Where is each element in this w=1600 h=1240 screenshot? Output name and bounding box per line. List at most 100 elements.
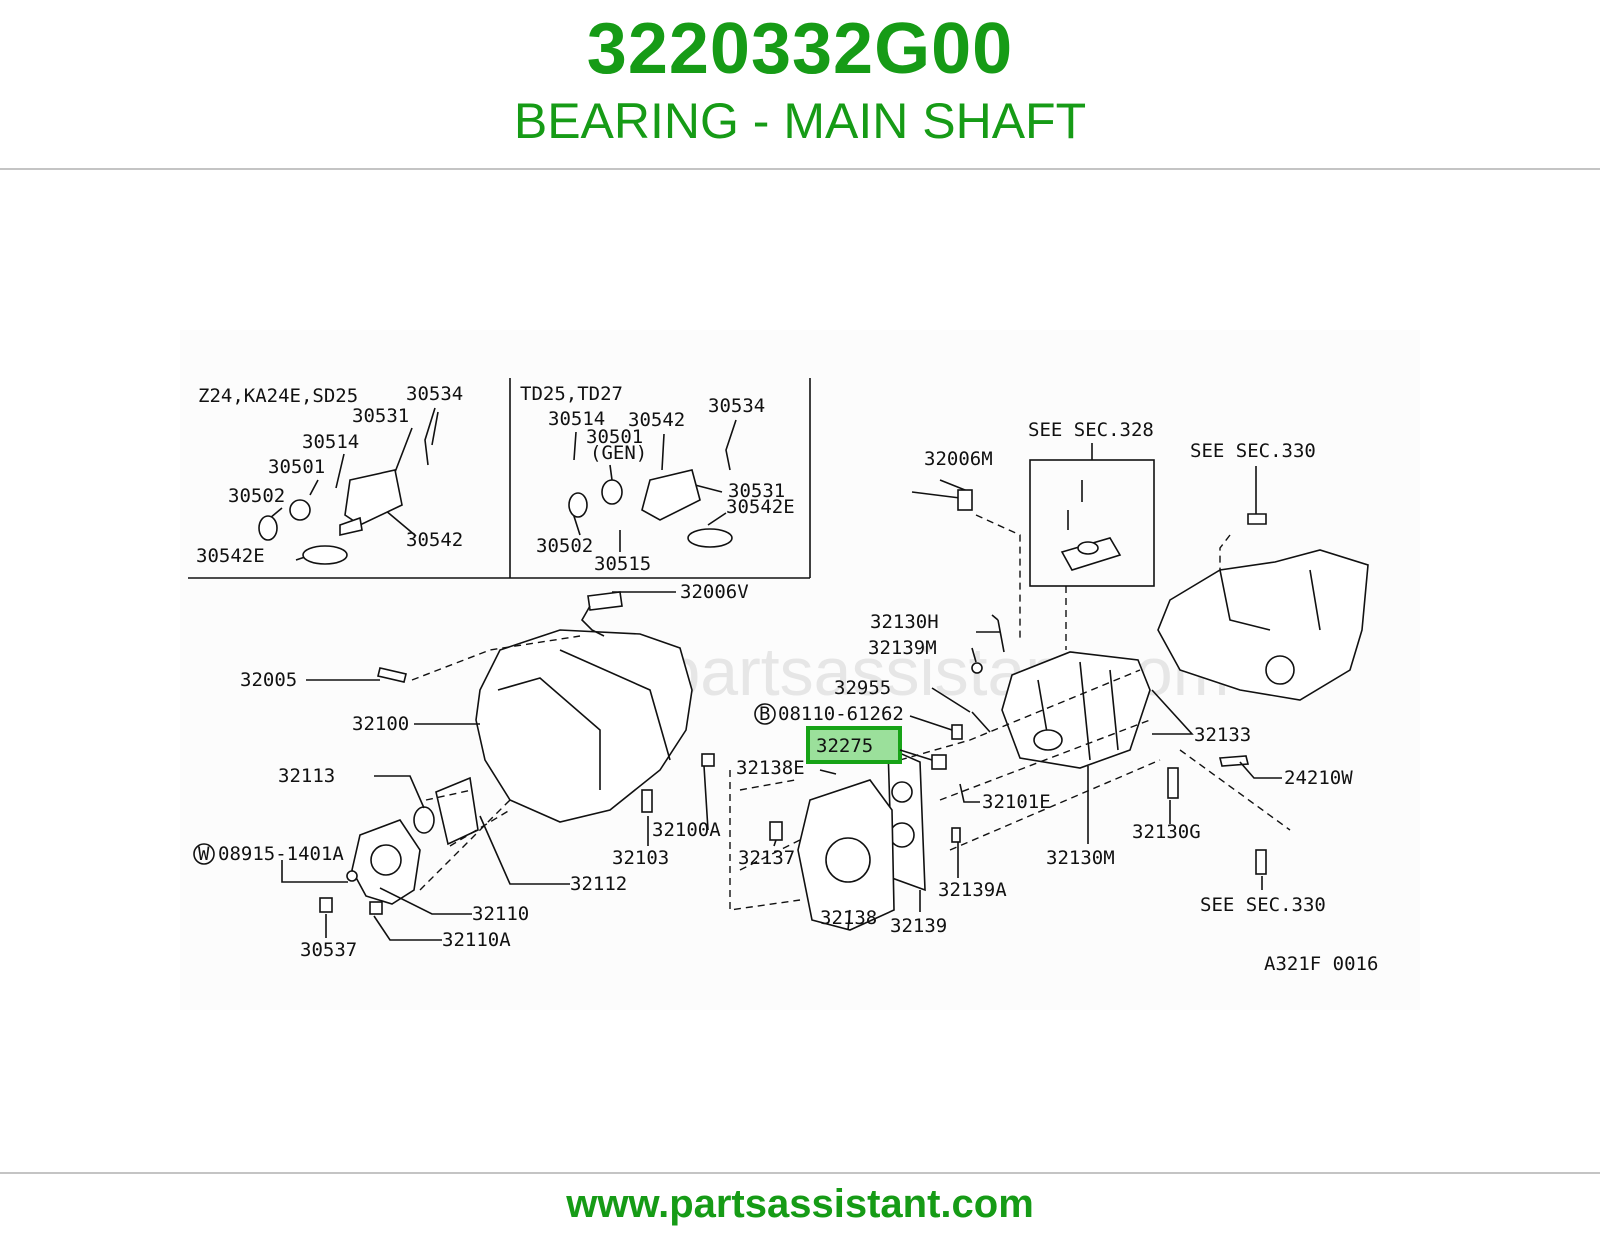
label-30515-right: 30515 bbox=[594, 553, 651, 575]
release-bearing-holder-left bbox=[344, 469, 403, 526]
switch-32006v bbox=[587, 591, 623, 611]
label-08915-1401a: 08915-1401A bbox=[218, 843, 344, 865]
label-32130g: 32130G bbox=[1132, 821, 1201, 843]
part-number-title: 3220332G00 bbox=[586, 9, 1014, 89]
gasket-32112 bbox=[435, 776, 479, 846]
leader-lines bbox=[281, 591, 1282, 941]
switch-32006m bbox=[957, 489, 973, 511]
label-32139a: 32139A bbox=[938, 879, 1007, 901]
label-32139: 32139 bbox=[890, 915, 947, 937]
bolt-32110a bbox=[369, 901, 383, 915]
label-30542-right: 30542 bbox=[628, 409, 685, 431]
seal-30502-right bbox=[568, 492, 588, 518]
label-32130h: 32130H bbox=[870, 611, 939, 633]
label-30514-left: 30514 bbox=[302, 431, 359, 453]
page-header: 3220332G00 BEARING - MAIN SHAFT bbox=[0, 0, 1600, 168]
pin-32955 bbox=[971, 711, 991, 733]
bearing-30501-left bbox=[289, 499, 311, 521]
transfer-case-output bbox=[1265, 655, 1295, 685]
cover-bolts bbox=[1067, 480, 1083, 530]
label-see-sec-328: SEE SEC.328 bbox=[1028, 419, 1154, 441]
label-32139m: 32139M bbox=[868, 637, 937, 659]
label-30502-right: 30502 bbox=[536, 535, 593, 557]
switch-32005 bbox=[377, 667, 407, 683]
parts-diagram: www.partsassistant.com Z24,KA24E,SD25 30… bbox=[180, 330, 1420, 1010]
center-guide-dashes bbox=[729, 669, 1291, 911]
mark-w-circle bbox=[193, 843, 215, 865]
fork-arm-left bbox=[339, 516, 363, 537]
label-32103: 32103 bbox=[612, 847, 669, 869]
label-32110: 32110 bbox=[472, 903, 529, 925]
label-gen-right: (GEN) bbox=[590, 442, 647, 464]
parts-diagram-svg: www.partsassistant.com Z24,KA24E,SD25 30… bbox=[188, 378, 1378, 975]
inset-left-title: Z24,KA24E,SD25 bbox=[198, 385, 358, 407]
label-32112: 32112 bbox=[570, 873, 627, 895]
breather-32100a bbox=[701, 753, 715, 767]
bearing-retainer-center bbox=[825, 837, 871, 883]
label-mark-b: B bbox=[759, 703, 770, 725]
label-32100a: 32100A bbox=[652, 819, 721, 841]
bolt-32139a bbox=[951, 827, 961, 843]
release-bearing-holder-right bbox=[641, 469, 701, 521]
inset-frames bbox=[188, 378, 811, 579]
adapter-case-32130m bbox=[1001, 651, 1151, 769]
part-name-subtitle: BEARING - MAIN SHAFT bbox=[513, 93, 1087, 149]
transfer-case-detail bbox=[1219, 569, 1321, 631]
label-30542-left: 30542 bbox=[406, 529, 463, 551]
shift-cover-hole bbox=[1077, 541, 1099, 555]
label-32133: 32133 bbox=[1194, 724, 1251, 746]
rear-plate-hole-top bbox=[891, 781, 913, 803]
mark-b-circle bbox=[754, 703, 776, 725]
switch-32006v-wire bbox=[581, 605, 605, 637]
label-32138e: 32138E bbox=[736, 757, 805, 779]
see-328-box bbox=[1029, 459, 1155, 587]
bolt-32130h bbox=[991, 614, 1005, 653]
label-08110-61262: 08110-61262 bbox=[778, 703, 904, 725]
label-mark-w: W bbox=[198, 843, 210, 865]
label-30534-left: 30534 bbox=[406, 383, 463, 405]
header-divider bbox=[0, 168, 1600, 170]
rear-cover-center bbox=[370, 844, 402, 876]
adapter-case-bore bbox=[1033, 729, 1063, 751]
callout-labels: 32006V 32130H 32139M 32005 32955 32100 B… bbox=[193, 581, 1378, 975]
bolt-see-330-bottom bbox=[1255, 849, 1267, 875]
transfer-case-body bbox=[1157, 549, 1369, 701]
inset-right-leaders bbox=[571, 419, 737, 552]
transmission-case-ribs bbox=[497, 649, 671, 790]
bolt-32130g bbox=[1167, 767, 1179, 799]
label-30502-left: 30502 bbox=[228, 485, 285, 507]
bolt-30537 bbox=[319, 897, 333, 913]
rear-plate-hole-bottom bbox=[889, 822, 915, 848]
adapter-case-group bbox=[729, 614, 1291, 931]
upper-right-callouts: 32006M SEE SEC.328 SEE SEC.330 bbox=[911, 419, 1316, 650]
inset-right: TD25,TD27 30514 30542 30534 30501 (GEN) … bbox=[520, 383, 795, 575]
label-see-sec-330-bottom: SEE SEC.330 bbox=[1200, 894, 1326, 916]
label-30534-right: 30534 bbox=[708, 395, 765, 417]
plug-32137 bbox=[769, 821, 783, 841]
label-30537: 30537 bbox=[300, 939, 357, 961]
seal-32113 bbox=[413, 806, 435, 834]
label-32100: 32100 bbox=[352, 713, 409, 735]
inset-left-leaders bbox=[269, 407, 439, 561]
clamp-30542e-right bbox=[687, 528, 733, 548]
label-30501-right: 30501 bbox=[586, 426, 643, 448]
label-24210w: 24210W bbox=[1284, 767, 1353, 789]
highlight-box-32275 bbox=[806, 726, 902, 764]
bolt-24210w bbox=[1218, 755, 1250, 767]
washer-08915 bbox=[346, 870, 358, 882]
transmission-case-group bbox=[319, 591, 715, 915]
label-32955: 32955 bbox=[834, 677, 891, 699]
inset-left: Z24,KA24E,SD25 30534 30531 30514 30501 3… bbox=[196, 383, 463, 567]
label-see-sec-330-top: SEE SEC.330 bbox=[1190, 440, 1316, 462]
label-32130m: 32130M bbox=[1046, 847, 1115, 869]
label-32275-highlighted[interactable]: 32275 bbox=[816, 735, 873, 757]
label-30542e-left: 30542E bbox=[196, 545, 265, 567]
bolt-see-330-top bbox=[1247, 513, 1267, 525]
bolt-08110-61262 bbox=[951, 724, 963, 740]
label-32110a: 32110A bbox=[442, 929, 511, 951]
label-30531-right: 30531 bbox=[728, 480, 785, 502]
nut-32139m bbox=[971, 662, 983, 674]
site-url-footer[interactable]: www.partsassistant.com bbox=[566, 1182, 1034, 1226]
label-32006m: 32006M bbox=[924, 448, 993, 470]
seal-30502-left bbox=[258, 515, 278, 541]
